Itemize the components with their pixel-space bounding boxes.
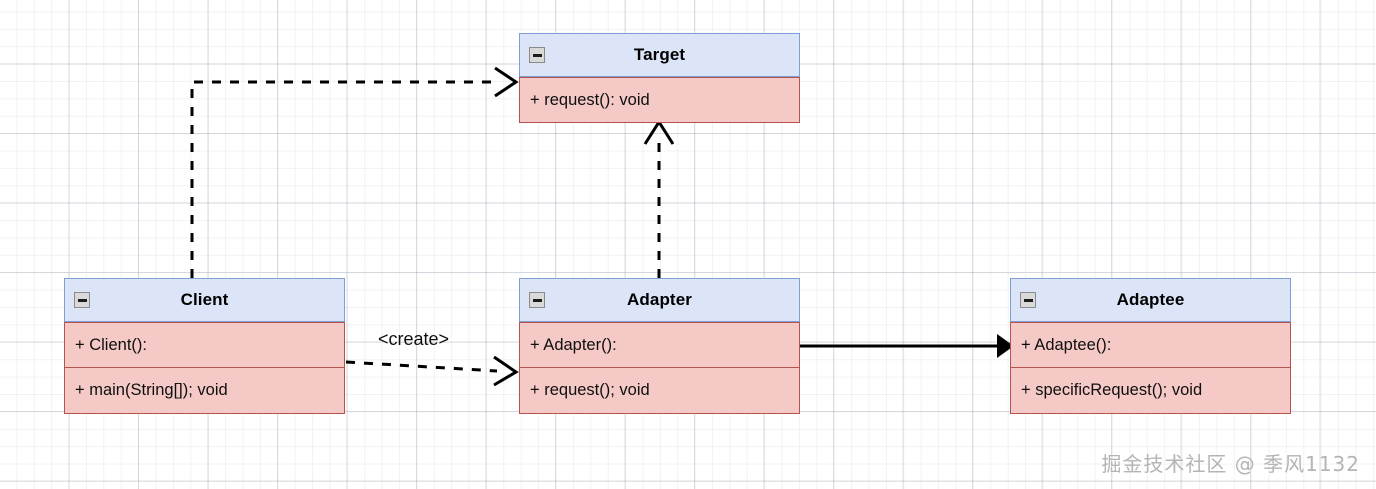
class-name-adapter: Adapter	[627, 290, 692, 309]
class-member-label: + request(): void	[530, 90, 650, 109]
class-member-label: + main(String[]); void	[75, 381, 228, 399]
class-box-adapter[interactable]: Adapter + Adapter(): + request(); void	[519, 278, 800, 414]
edge-label-create: <create>	[378, 329, 450, 349]
class-member-label: + specificRequest(); void	[1021, 381, 1203, 399]
class-member-label: + Adapter():	[530, 335, 617, 354]
class-member-label: + request(); void	[530, 381, 650, 399]
class-header-adapter: Adapter	[519, 278, 800, 322]
class-member-row: + request(); void	[519, 368, 800, 414]
minus-box-icon[interactable]	[1020, 292, 1036, 308]
class-name-adaptee: Adaptee	[1116, 290, 1185, 309]
class-header-client: Client	[64, 278, 345, 322]
minus-box-icon[interactable]	[529, 47, 545, 63]
class-name-client: Client	[180, 290, 229, 309]
edge-adapter-to-target	[643, 119, 675, 278]
watermark-text: 掘金技术社区 @ 季风1132	[1101, 452, 1360, 476]
class-member-row: + specificRequest(); void	[1010, 368, 1291, 414]
class-member-row: + main(String[]); void	[64, 368, 345, 414]
minus-box-icon[interactable]	[529, 292, 545, 308]
class-box-client[interactable]: Client + Client(): + main(String[]); voi…	[64, 278, 345, 414]
class-box-target[interactable]: Target + request(): void	[519, 33, 800, 123]
class-member-row: + request(): void	[519, 77, 800, 123]
class-member-label: + Client():	[75, 335, 147, 354]
class-name-target: Target	[633, 45, 686, 64]
class-member-row: + Adaptee():	[1010, 322, 1291, 368]
minus-box-icon[interactable]	[74, 292, 90, 308]
class-box-adaptee[interactable]: Adaptee + Adaptee(): + specificRequest()…	[1010, 278, 1291, 414]
class-member-label: + Adaptee():	[1021, 335, 1112, 354]
edge-adapter-to-adaptee	[800, 334, 1014, 358]
edge-client-to-adapter	[345, 355, 519, 387]
class-member-row: + Client():	[64, 322, 345, 368]
class-header-target: Target	[519, 33, 800, 77]
class-header-adaptee: Adaptee	[1010, 278, 1291, 322]
edge-client-to-target	[190, 66, 519, 278]
class-member-row: + Adapter():	[519, 322, 800, 368]
